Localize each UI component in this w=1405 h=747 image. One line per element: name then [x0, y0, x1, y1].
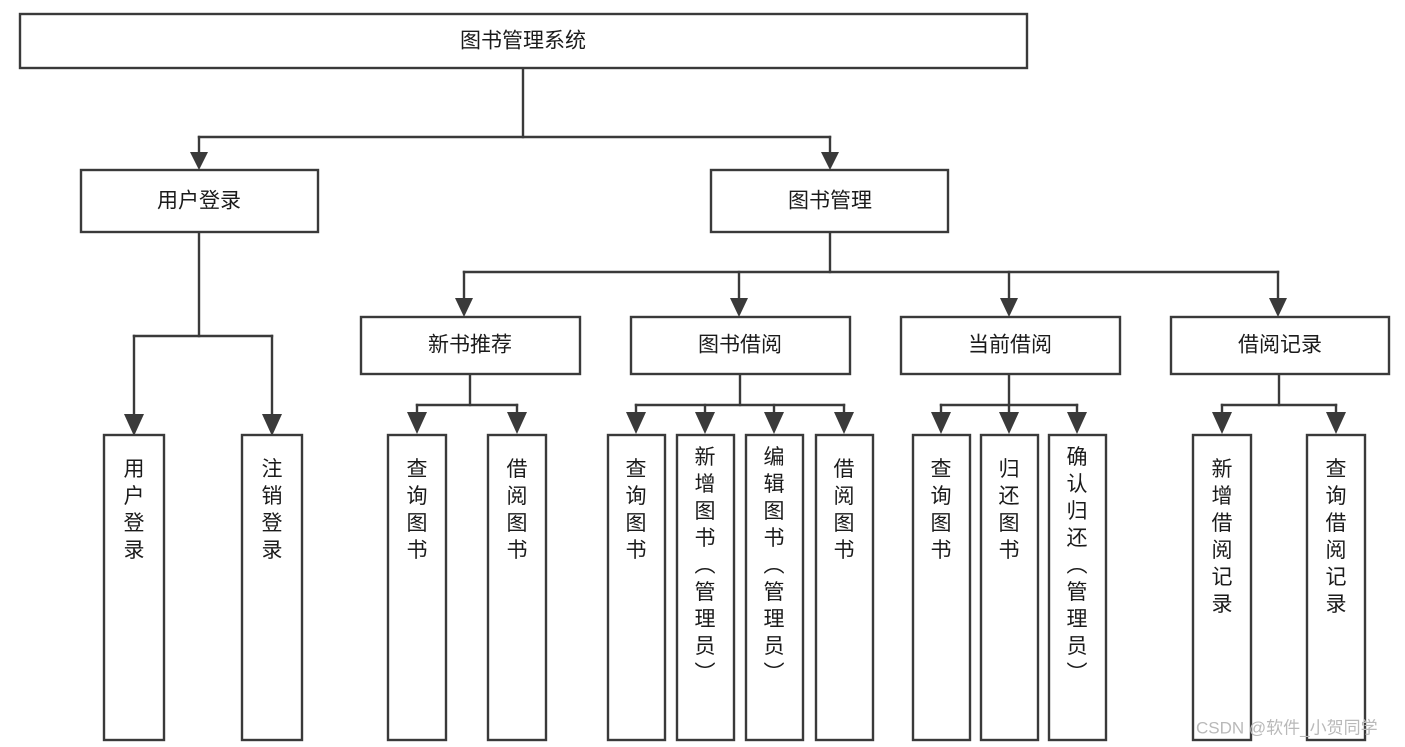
node-leaf-borrow-book-2[interactable]: 借阅图书 [814, 433, 875, 742]
node-leaf-query-book-3[interactable]: 查询图书 [911, 433, 972, 742]
node-root-box[interactable] [18, 12, 1029, 70]
arrowhead-leaf-borrow-book-1 [507, 412, 527, 434]
node-user-login-label: 用户登录 [157, 190, 241, 213]
node-book-management-label: 图书管理 [788, 190, 872, 213]
node-leaf-edit-book-admin[interactable]: 编辑图书︵管理员︶ [744, 433, 805, 742]
node-leaf-logout-login[interactable]: 注销登录 [240, 433, 304, 742]
arrowhead-leaf-return-book [999, 412, 1019, 434]
node-root[interactable]: 图书管理系统 [18, 12, 1029, 70]
node-leaf-borrow-book-2-box[interactable] [814, 433, 875, 742]
connector-layer [124, 66, 1346, 436]
node-current-borrow-label: 当前借阅 [968, 334, 1052, 357]
node-borrow-record-label: 借阅记录 [1238, 334, 1322, 357]
node-current-borrow-box[interactable] [899, 315, 1122, 376]
node-leaf-user-login-box[interactable] [102, 433, 166, 742]
arrowhead-borrow-record [1269, 298, 1287, 317]
arrowhead-leaf-query-book-2 [626, 412, 646, 434]
arrowhead-leaf-query-book-1 [407, 412, 427, 434]
node-leaf-borrow-book-1-label: 借阅图书 [507, 458, 528, 562]
arrowhead-new-book-recommend [455, 298, 473, 317]
node-leaf-add-borrow-record[interactable]: 新增借阅记录 [1191, 433, 1253, 742]
node-borrow-record[interactable]: 借阅记录 [1169, 315, 1391, 376]
arrowhead-leaf-add-borrow-record [1212, 412, 1232, 434]
node-leaf-logout-login-label: 注销登录 [262, 458, 283, 562]
node-leaf-logout-login-box[interactable] [240, 433, 304, 742]
node-user-login[interactable]: 用户登录 [79, 168, 320, 234]
node-leaf-query-book-1-box[interactable] [386, 433, 448, 742]
arrowhead-book-borrow [730, 298, 748, 317]
node-new-book-recommend-label: 新书推荐 [428, 334, 512, 357]
node-leaf-borrow-book-2-label: 借阅图书 [834, 458, 855, 562]
node-leaf-query-borrow-record[interactable]: 查询借阅记录 [1305, 433, 1367, 742]
node-new-book-recommend[interactable]: 新书推荐 [359, 315, 582, 376]
arrowhead-current-borrow [1000, 298, 1018, 317]
node-leaf-add-borrow-record-box[interactable] [1191, 433, 1253, 742]
node-leaf-confirm-return-admin[interactable]: 确认归还︵管理员︶ [1047, 433, 1108, 742]
node-leaf-add-book-admin[interactable]: 新增图书︵管理员︶ [675, 433, 736, 742]
node-leaf-query-borrow-record-label: 查询借阅记录 [1326, 458, 1347, 616]
node-leaf-return-book-label: 归还图书 [999, 458, 1020, 562]
node-book-management[interactable]: 图书管理 [709, 168, 950, 234]
node-current-borrow[interactable]: 当前借阅 [899, 315, 1122, 376]
node-leaf-query-book-2-label: 查询图书 [626, 458, 647, 562]
arrowhead-leaf-confirm-return-admin [1067, 412, 1087, 434]
node-leaf-confirm-return-admin-box[interactable] [1047, 433, 1108, 742]
node-leaf-edit-book-admin-box[interactable] [744, 433, 805, 742]
node-book-management-box[interactable] [709, 168, 950, 234]
node-leaf-query-book-1-label: 查询图书 [407, 458, 428, 562]
node-leaf-query-book-3-label: 查询图书 [931, 458, 952, 562]
arrowhead-user-login [190, 152, 208, 170]
node-leaf-query-book-3-box[interactable] [911, 433, 972, 742]
node-leaf-query-borrow-record-box[interactable] [1305, 433, 1367, 742]
arrowhead-leaf-borrow-book-2 [834, 412, 854, 434]
node-leaf-return-book-box[interactable] [979, 433, 1040, 742]
node-leaf-query-book-2[interactable]: 查询图书 [606, 433, 667, 742]
node-user-login-box[interactable] [79, 168, 320, 234]
node-leaf-add-book-admin-label: 新增图书︵管理员︶ [695, 446, 716, 685]
arrowhead-book-management [821, 152, 839, 170]
arrowhead-leaf-user-login [124, 414, 144, 436]
node-book-borrow-box[interactable] [629, 315, 852, 376]
node-leaf-borrow-book-1[interactable]: 借阅图书 [486, 433, 548, 742]
node-leaf-user-login-label: 用户登录 [124, 458, 145, 562]
arrowhead-leaf-query-book-3 [931, 412, 951, 434]
node-leaf-query-book-2-box[interactable] [606, 433, 667, 742]
node-leaf-add-borrow-record-label: 新增借阅记录 [1212, 458, 1233, 616]
node-borrow-record-box[interactable] [1169, 315, 1391, 376]
node-leaf-edit-book-admin-label: 编辑图书︵管理员︶ [764, 446, 785, 685]
node-book-borrow-label: 图书借阅 [698, 334, 782, 357]
node-new-book-recommend-box[interactable] [359, 315, 582, 376]
node-leaf-return-book[interactable]: 归还图书 [979, 433, 1040, 742]
arrowhead-leaf-query-borrow-record [1326, 412, 1346, 434]
node-leaf-user-login[interactable]: 用户登录 [102, 433, 166, 742]
arrowhead-leaf-add-book-admin [695, 412, 715, 434]
arrowhead-leaf-edit-book-admin [764, 412, 784, 434]
arrowhead-leaf-logout-login [262, 414, 282, 436]
node-root-label: 图书管理系统 [460, 30, 586, 53]
node-book-borrow[interactable]: 图书借阅 [629, 315, 852, 376]
node-leaf-confirm-return-admin-label: 确认归还︵管理员︶ [1067, 446, 1088, 685]
node-leaf-add-book-admin-box[interactable] [675, 433, 736, 742]
node-leaf-borrow-book-1-box[interactable] [486, 433, 548, 742]
watermark-label: CSDN @软件_小贺同学 [1196, 718, 1378, 737]
node-leaf-query-book-1[interactable]: 查询图书 [386, 433, 448, 742]
